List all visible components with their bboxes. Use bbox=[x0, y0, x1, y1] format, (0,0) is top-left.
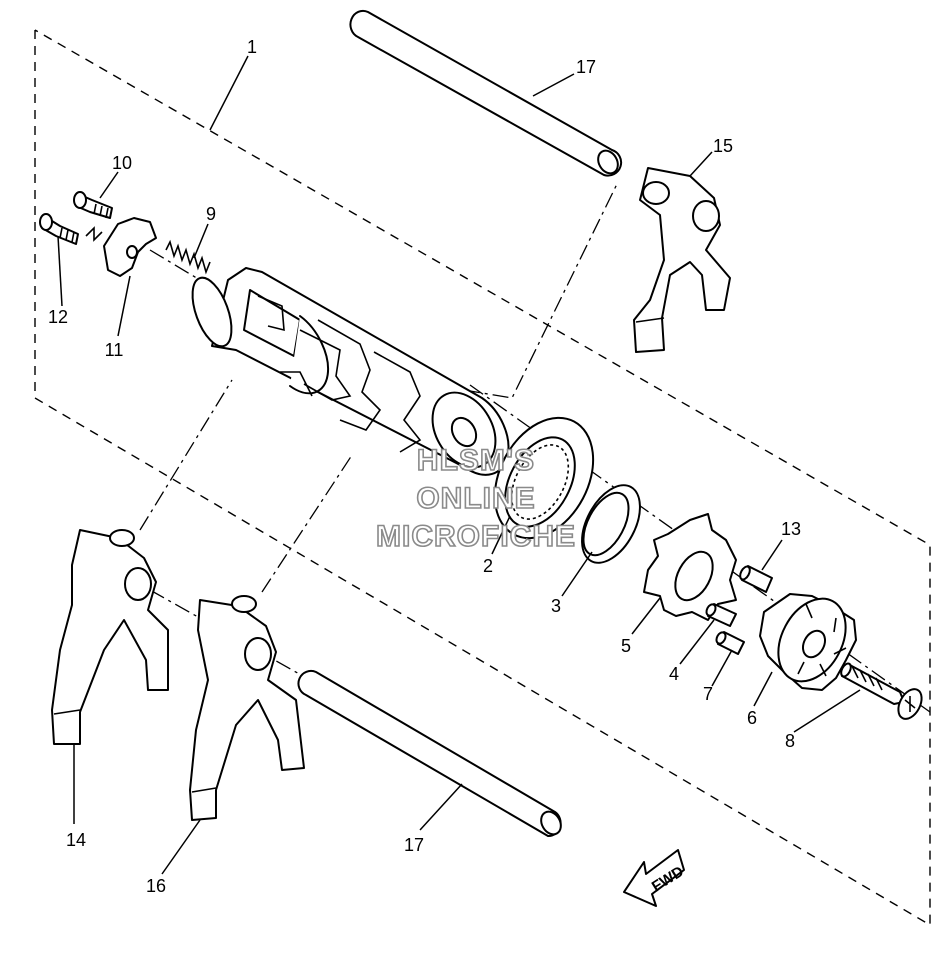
callout-17-upper: 17 bbox=[576, 57, 596, 77]
callout-9: 9 bbox=[206, 204, 216, 224]
seal-ring bbox=[581, 484, 641, 564]
callout-3: 3 bbox=[551, 596, 561, 616]
callout-13: 13 bbox=[781, 519, 801, 539]
callout-1: 1 bbox=[247, 37, 257, 57]
watermark: HLSM'S ONLINE MICROFICHE bbox=[375, 443, 576, 554]
shift-fork-shaft-upper bbox=[349, 9, 623, 177]
cam-segment bbox=[759, 593, 857, 691]
screw-8 bbox=[840, 662, 923, 720]
shift-fork-16 bbox=[189, 595, 305, 821]
axis-line bbox=[149, 249, 201, 281]
shift-fork-15 bbox=[633, 167, 731, 353]
pin-7 bbox=[715, 631, 745, 655]
callout-6: 6 bbox=[747, 708, 757, 728]
callout-2: 2 bbox=[483, 556, 493, 576]
pin-4 bbox=[705, 603, 737, 627]
callout-16: 16 bbox=[146, 876, 166, 896]
watermark-line-3: MICROFICHE bbox=[376, 520, 576, 553]
shift-fork-14 bbox=[51, 529, 169, 745]
forward-arrow: FWD bbox=[623, 849, 687, 907]
break-mark bbox=[85, 226, 103, 242]
watermark-line-2: ONLINE bbox=[416, 482, 535, 515]
assembly-boundary bbox=[34, 29, 931, 927]
segment-plate bbox=[643, 513, 737, 621]
callout-15: 15 bbox=[713, 136, 733, 156]
callout-10: 10 bbox=[112, 153, 132, 173]
shift-fork-shaft-lower bbox=[297, 669, 562, 838]
callout-12: 12 bbox=[48, 307, 68, 327]
callout-17-lower: 17 bbox=[404, 835, 424, 855]
watermark-line-1: HLSM'S bbox=[417, 444, 535, 477]
fork-14-guide bbox=[139, 379, 233, 531]
fork-15-guide bbox=[463, 183, 618, 399]
fork-16-guide bbox=[261, 454, 353, 593]
dowel-pin-13 bbox=[739, 565, 773, 593]
bearing bbox=[493, 416, 595, 540]
callout-5: 5 bbox=[621, 636, 631, 656]
callout-labels: 1 2 3 4 5 6 7 8 9 10 11 12 13 14 15 16 1… bbox=[48, 37, 801, 896]
bolt-12 bbox=[39, 213, 79, 245]
callout-11: 11 bbox=[105, 340, 124, 360]
bolt-10 bbox=[73, 191, 113, 219]
callout-14: 14 bbox=[66, 830, 86, 850]
leader-lines bbox=[57, 55, 861, 875]
callout-8: 8 bbox=[785, 731, 795, 751]
spring-9 bbox=[165, 239, 211, 275]
shift-cam-drum bbox=[191, 267, 510, 476]
stopper-lever-11 bbox=[103, 217, 157, 277]
callout-7: 7 bbox=[703, 684, 713, 704]
callout-4: 4 bbox=[669, 664, 679, 684]
